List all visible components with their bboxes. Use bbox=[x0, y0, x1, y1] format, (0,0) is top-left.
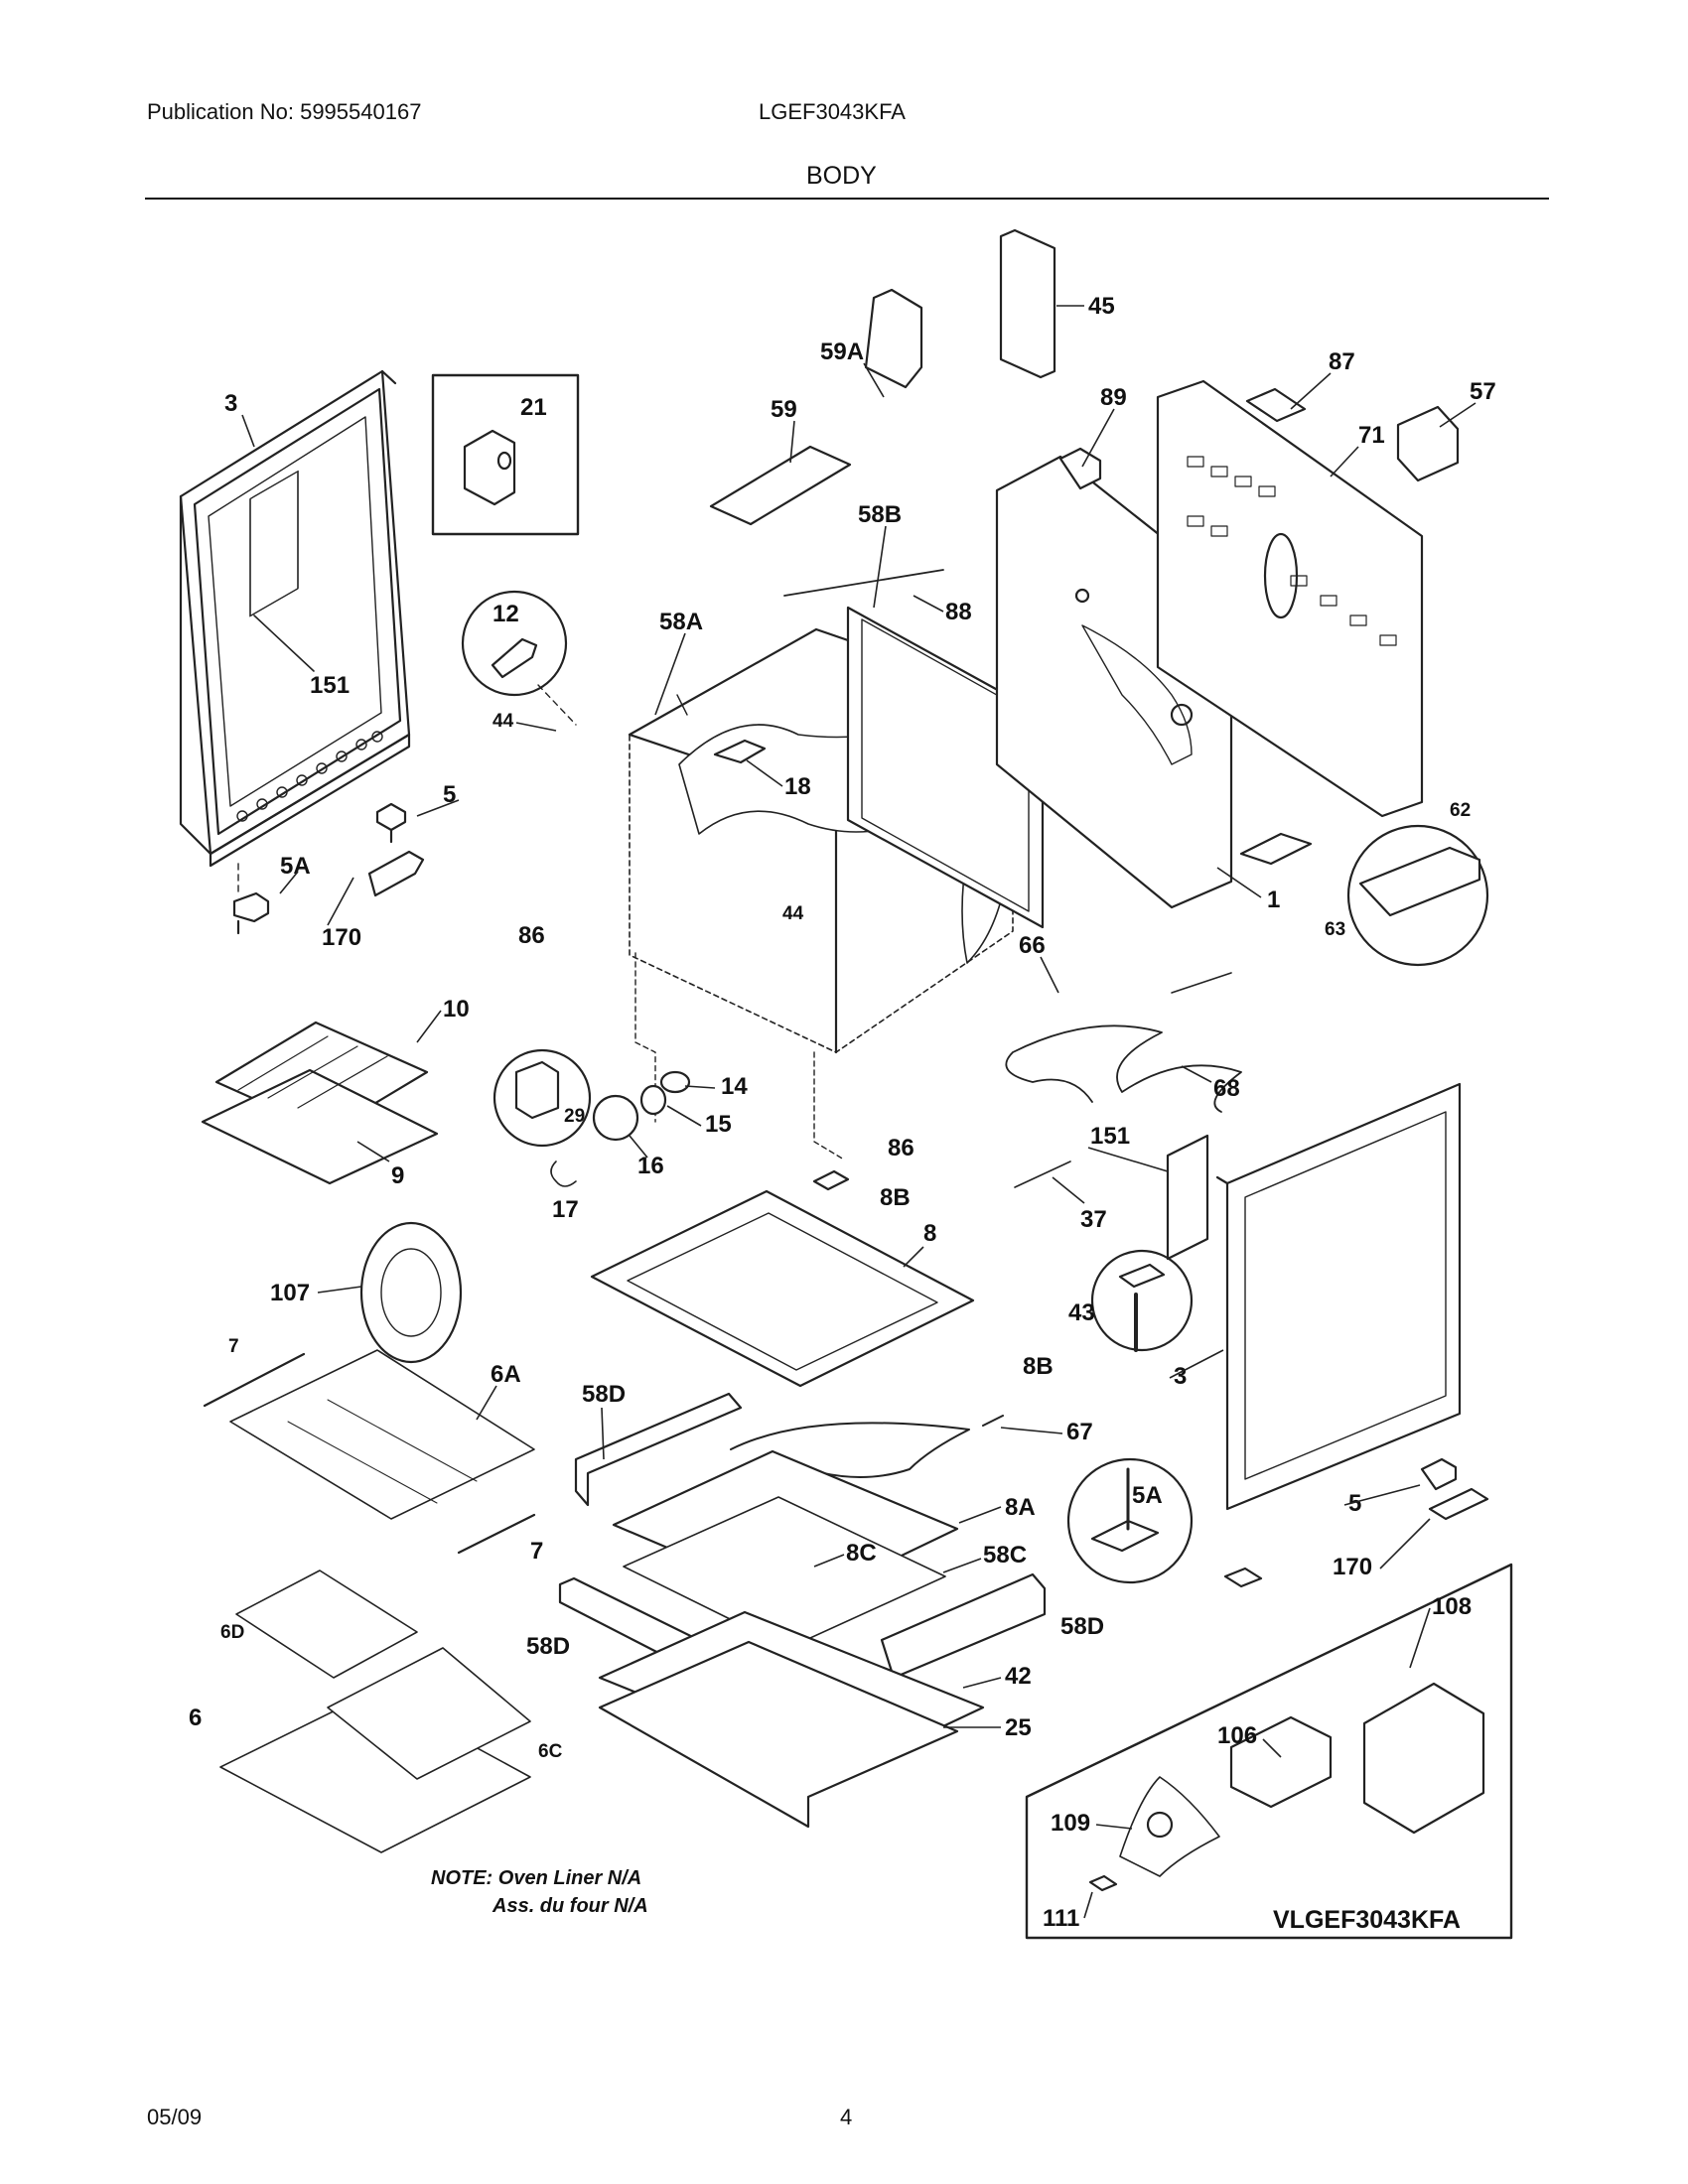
callout-16: 16 bbox=[637, 1153, 664, 1179]
callout-109: 109 bbox=[1051, 1810, 1090, 1837]
insulation-58B bbox=[846, 606, 1045, 929]
inset-part-21 bbox=[431, 373, 580, 536]
callout-7-a: 7 bbox=[228, 1336, 239, 1357]
callout-6C: 6C bbox=[538, 1741, 563, 1762]
callout-170-left: 170 bbox=[322, 924, 361, 951]
duct-59 bbox=[709, 445, 852, 526]
callout-71: 71 bbox=[1358, 422, 1385, 449]
callout-62: 62 bbox=[1450, 800, 1471, 821]
callout-43: 43 bbox=[1068, 1299, 1095, 1326]
broil-pan bbox=[201, 1021, 439, 1185]
callout-63: 63 bbox=[1325, 919, 1345, 940]
inset-screw-43 bbox=[1090, 1249, 1194, 1352]
callout-8B-b: 8B bbox=[1023, 1353, 1054, 1380]
callout-37: 37 bbox=[1080, 1206, 1107, 1233]
leveling-leg-left bbox=[232, 802, 425, 935]
fan-cover-107 bbox=[359, 1221, 463, 1364]
light-parts bbox=[492, 1048, 691, 1187]
callout-5A-right: 5A bbox=[1132, 1482, 1163, 1509]
callout-44-a: 44 bbox=[492, 711, 514, 732]
vent-cover-57 bbox=[1396, 405, 1460, 482]
callout-7-b: 7 bbox=[530, 1538, 543, 1565]
callout-170-right: 170 bbox=[1333, 1554, 1372, 1580]
callout-9: 9 bbox=[391, 1162, 404, 1189]
convection-fan-inset bbox=[1025, 1563, 1513, 1940]
callout-17: 17 bbox=[552, 1196, 579, 1223]
inset-leveler-5A bbox=[1066, 1457, 1489, 1588]
callout-6: 6 bbox=[189, 1705, 202, 1731]
inset-part-12 bbox=[461, 590, 577, 726]
callout-66: 66 bbox=[1019, 932, 1046, 959]
footer-page-number: 4 bbox=[840, 2105, 853, 2129]
left-side-panel bbox=[179, 369, 411, 868]
callout-45: 45 bbox=[1088, 293, 1115, 320]
callout-58C: 58C bbox=[983, 1542, 1027, 1569]
bottom-insulation-and-covers bbox=[558, 1392, 1047, 1829]
callout-21: 21 bbox=[520, 394, 547, 421]
callout-106: 106 bbox=[1217, 1722, 1257, 1749]
callout-44-b: 44 bbox=[782, 903, 804, 924]
callout-1: 1 bbox=[1267, 887, 1280, 913]
callout-58B: 58B bbox=[858, 501, 902, 528]
callout-151-right: 151 bbox=[1090, 1123, 1130, 1150]
callout-67: 67 bbox=[1066, 1419, 1093, 1445]
oven-bottom-8 bbox=[590, 1169, 975, 1388]
callout-10: 10 bbox=[443, 996, 470, 1023]
callout-14: 14 bbox=[721, 1073, 748, 1100]
callout-8: 8 bbox=[923, 1220, 936, 1247]
footer-date: 05/09 bbox=[147, 2105, 203, 2129]
bracket-87 bbox=[1245, 387, 1307, 423]
callout-58D-b: 58D bbox=[526, 1633, 570, 1660]
callout-5-right: 5 bbox=[1348, 1490, 1361, 1517]
right-side-panel bbox=[1215, 1082, 1462, 1511]
note-line-1: NOTE: Oven Liner N/A bbox=[431, 1867, 641, 1889]
callout-8B-a: 8B bbox=[880, 1184, 911, 1211]
callout-3-left: 3 bbox=[224, 390, 237, 417]
publication-number: Publication No: 5995540167 bbox=[147, 99, 422, 124]
callout-29: 29 bbox=[564, 1106, 585, 1127]
callout-59: 59 bbox=[771, 396, 797, 423]
variant-label: VLGEF3043KFA bbox=[1273, 1906, 1461, 1934]
callout-108: 108 bbox=[1432, 1593, 1472, 1620]
rear-panel-71 bbox=[1156, 379, 1424, 818]
callout-8A: 8A bbox=[1005, 1494, 1036, 1521]
callout-6A: 6A bbox=[491, 1361, 521, 1388]
callout-68: 68 bbox=[1213, 1075, 1240, 1102]
callout-42: 42 bbox=[1005, 1663, 1032, 1690]
oven-racks bbox=[219, 1349, 535, 1853]
callout-86-b: 86 bbox=[888, 1135, 914, 1161]
broil-element bbox=[1005, 1024, 1242, 1113]
callout-58D-a: 58D bbox=[582, 1381, 626, 1408]
callout-59A: 59A bbox=[820, 339, 864, 365]
callout-5-left: 5 bbox=[443, 781, 456, 808]
callout-3-right: 3 bbox=[1174, 1363, 1187, 1390]
callout-87: 87 bbox=[1329, 348, 1355, 375]
callout-58A: 58A bbox=[659, 609, 703, 635]
callout-58D-c: 58D bbox=[1060, 1613, 1104, 1640]
callout-89: 89 bbox=[1100, 384, 1127, 411]
bracket-89 bbox=[1058, 447, 1102, 490]
sensor-88 bbox=[783, 569, 944, 597]
callout-6D: 6D bbox=[220, 1622, 244, 1643]
section-title: BODY bbox=[806, 162, 877, 190]
callout-25: 25 bbox=[1005, 1714, 1032, 1741]
callout-15: 15 bbox=[705, 1111, 732, 1138]
callout-111: 111 bbox=[1043, 1905, 1079, 1932]
callout-86-a: 86 bbox=[518, 922, 545, 949]
duct-59A bbox=[864, 288, 923, 389]
callout-8C: 8C bbox=[846, 1540, 877, 1567]
header-rule bbox=[145, 198, 1549, 200]
model-number: LGEF3043KFA bbox=[759, 99, 906, 124]
callout-88: 88 bbox=[945, 599, 972, 625]
callout-57: 57 bbox=[1470, 378, 1496, 405]
note-line-2: Ass. du four N/A bbox=[492, 1895, 648, 1917]
part-45 bbox=[999, 228, 1056, 379]
callout-18: 18 bbox=[784, 773, 811, 800]
inset-terminal-block-62 bbox=[1239, 824, 1489, 967]
callout-151-left: 151 bbox=[310, 672, 350, 699]
callout-107: 107 bbox=[270, 1280, 310, 1306]
callout-12: 12 bbox=[492, 601, 519, 627]
